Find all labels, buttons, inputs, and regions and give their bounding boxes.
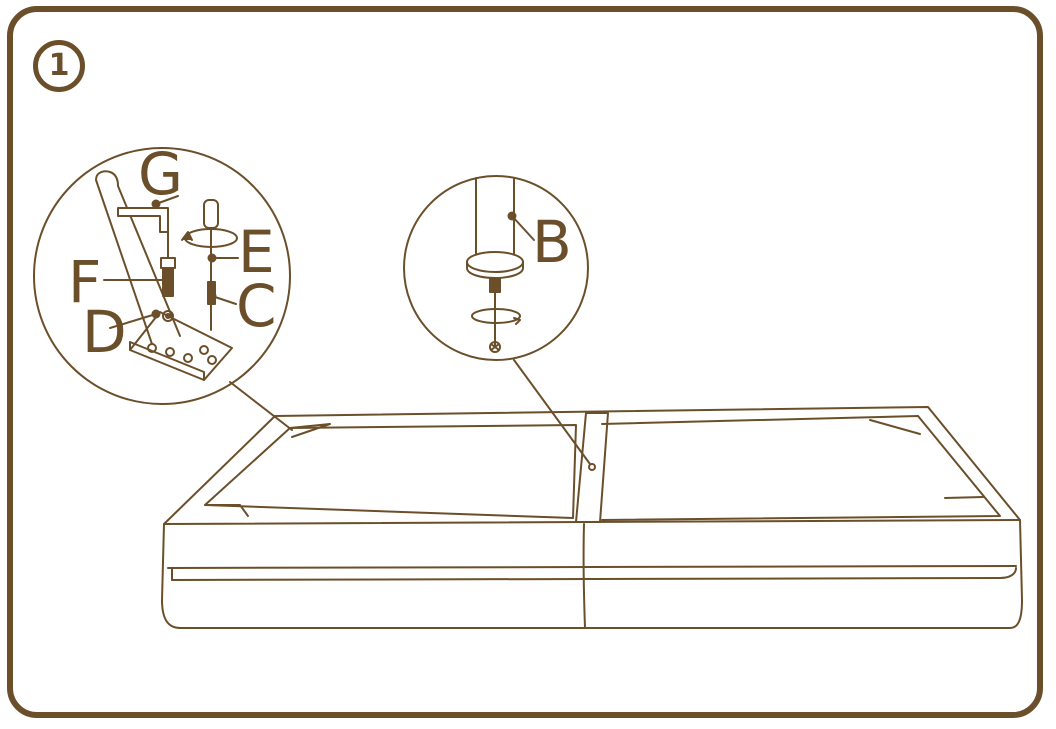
label-b: B	[532, 208, 572, 276]
step-number: 1	[48, 48, 70, 83]
label-f: F	[68, 248, 101, 316]
sofa-base	[161, 406, 1023, 629]
allen-key-icon	[117, 207, 169, 233]
label-c: C	[236, 272, 277, 340]
label-g: G	[138, 140, 183, 208]
step-number-badge: 1	[33, 40, 85, 92]
rotate-arrow-icon	[181, 228, 238, 248]
label-d: D	[82, 298, 127, 366]
screwdriver-icon	[203, 199, 219, 251]
detail-circle-right	[403, 175, 591, 465]
detail-circle-left	[33, 147, 293, 431]
label-e: E	[238, 218, 275, 286]
